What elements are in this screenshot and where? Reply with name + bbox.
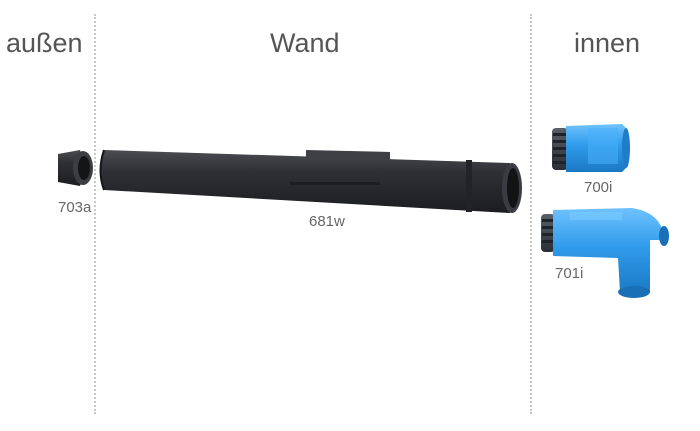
- divider-outside-wall: [94, 14, 96, 414]
- section-heading-outside: außen: [6, 28, 83, 58]
- part-label-703a: 703a: [58, 199, 92, 216]
- section-heading-wall: Wand: [270, 28, 340, 58]
- cap-703a-image: [58, 150, 93, 186]
- adapter-701i-image: [541, 208, 669, 298]
- part-label-700i: 700i: [584, 179, 613, 196]
- section-heading-inside: innen: [574, 28, 641, 58]
- part-label-701i: 701i: [555, 265, 584, 282]
- adapter-700i-image: [552, 124, 630, 172]
- pipe-681w-image: [99, 149, 522, 213]
- divider-wall-inside: [530, 14, 532, 414]
- part-label-681w: 681w: [309, 213, 345, 230]
